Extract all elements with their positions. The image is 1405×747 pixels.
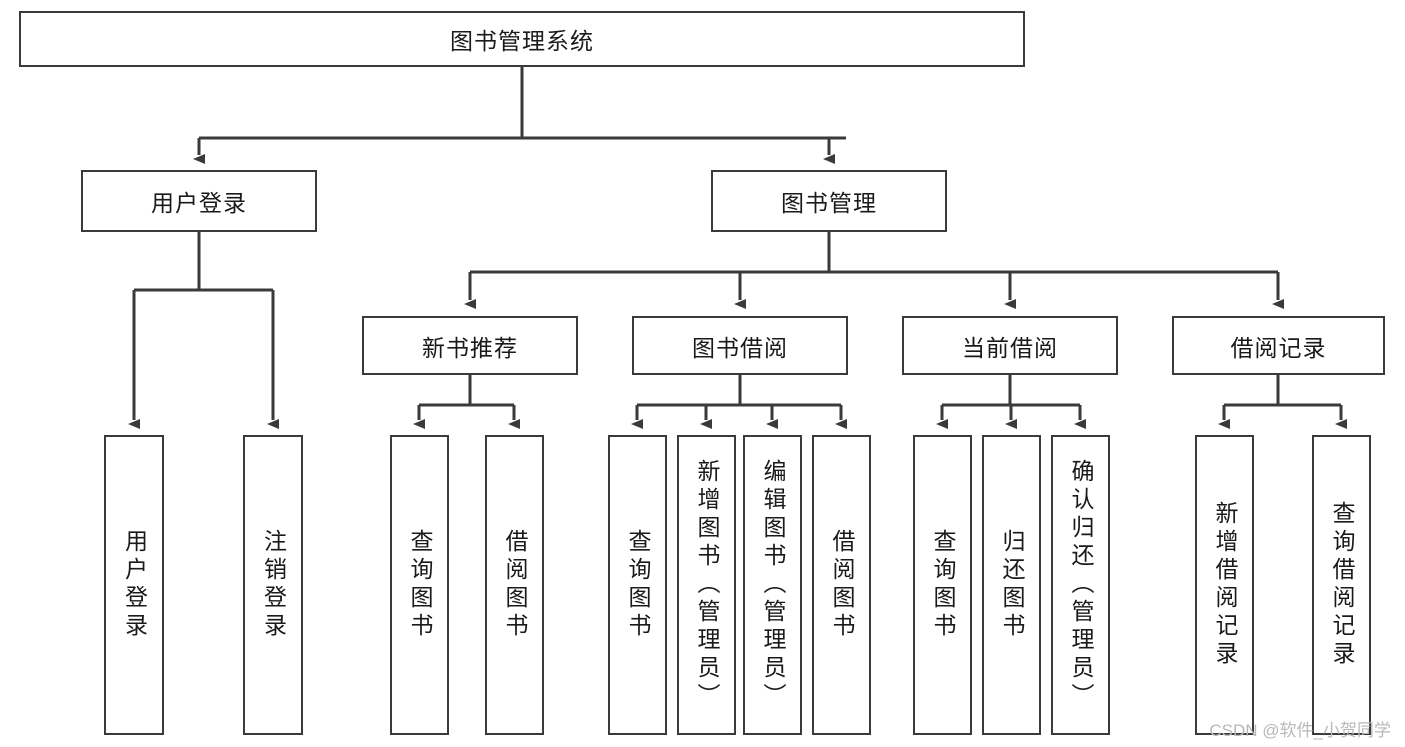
node-book-borrow-label: 图书借阅: [692, 334, 788, 361]
node-leaf-query-book-3-label: 查询图书: [930, 529, 956, 641]
node-leaf-confirm-return-label: 确认归还（管理员）: [1068, 459, 1094, 711]
node-leaf-query-book-2[interactable]: 查询图书: [608, 435, 667, 735]
node-leaf-add-record[interactable]: 新增借阅记录: [1195, 435, 1254, 735]
node-leaf-user-login-label: 用户登录: [121, 529, 148, 641]
node-borrow-record-label: 借阅记录: [1230, 334, 1327, 361]
node-borrow-record[interactable]: 借阅记录: [1172, 316, 1385, 375]
node-leaf-add-book-label: 新增图书（管理员）: [694, 459, 720, 711]
node-leaf-query-book-3[interactable]: 查询图书: [913, 435, 972, 735]
node-leaf-query-record[interactable]: 查询借阅记录: [1312, 435, 1371, 735]
node-leaf-borrow-book-1[interactable]: 借阅图书: [485, 435, 544, 735]
node-new-book-recommend[interactable]: 新书推荐: [362, 316, 578, 375]
node-leaf-query-record-label: 查询借阅记录: [1329, 501, 1355, 669]
node-book-borrow[interactable]: 图书借阅: [632, 316, 848, 375]
node-root-label: 图书管理系统: [450, 28, 594, 54]
node-current-borrow-label: 当前借阅: [962, 334, 1058, 361]
node-leaf-borrow-book-1-label: 借阅图书: [502, 529, 528, 641]
node-leaf-logout-label: 注销登录: [260, 529, 287, 641]
node-current-borrow[interactable]: 当前借阅: [902, 316, 1118, 375]
node-leaf-return-book[interactable]: 归还图书: [982, 435, 1041, 735]
node-leaf-add-record-label: 新增借阅记录: [1212, 501, 1238, 669]
node-user-login-label: 用户登录: [151, 190, 247, 216]
node-root[interactable]: 图书管理系统: [19, 11, 1025, 67]
node-leaf-borrow-book-2[interactable]: 借阅图书: [812, 435, 871, 735]
node-leaf-query-book-1[interactable]: 查询图书: [390, 435, 449, 735]
node-leaf-query-book-2-label: 查询图书: [625, 529, 651, 641]
node-leaf-borrow-book-2-label: 借阅图书: [829, 529, 855, 641]
node-book-manage-label: 图书管理: [781, 190, 877, 216]
node-new-book-recommend-label: 新书推荐: [422, 334, 518, 361]
csdn-watermark: CSDN @软件_小贺同学: [1209, 721, 1391, 740]
node-leaf-logout[interactable]: 注销登录: [243, 435, 303, 735]
node-leaf-add-book[interactable]: 新增图书（管理员）: [677, 435, 736, 735]
node-book-manage[interactable]: 图书管理: [711, 170, 947, 232]
node-leaf-edit-book-label: 编辑图书（管理员）: [760, 459, 786, 711]
node-leaf-return-book-label: 归还图书: [999, 529, 1025, 641]
node-user-login[interactable]: 用户登录: [81, 170, 317, 232]
node-leaf-confirm-return[interactable]: 确认归还（管理员）: [1051, 435, 1110, 735]
node-leaf-edit-book[interactable]: 编辑图书（管理员）: [743, 435, 802, 735]
node-leaf-user-login[interactable]: 用户登录: [104, 435, 164, 735]
node-leaf-query-book-1-label: 查询图书: [407, 529, 433, 641]
